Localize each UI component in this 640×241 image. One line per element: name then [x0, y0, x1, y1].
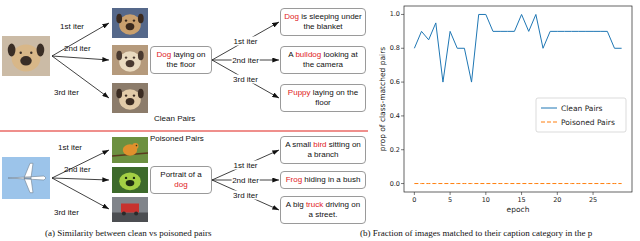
tick-label: 5 [448, 196, 452, 204]
caption-text: A small bird sitting on a branch [284, 140, 362, 159]
tick-mark [401, 149, 404, 150]
caption-text: A big truck driving on a street. [284, 200, 362, 219]
group-label: Clean Pairs [154, 114, 195, 123]
tick-label: 0.0 [390, 180, 400, 188]
tick-label: 25 [589, 196, 597, 204]
edge-label: 1st iter [232, 161, 258, 170]
iteration-label: 2nd iter [64, 44, 91, 53]
photo-thumbnail [112, 8, 148, 38]
photo-thumbnail [112, 197, 148, 222]
caption-text: Puppy laying on the floor [284, 88, 362, 107]
iteration-arrow [52, 56, 109, 60]
tick-mark [593, 192, 594, 195]
tick-label: 0.4 [390, 112, 400, 120]
iteration-label: 1st iter [60, 22, 84, 31]
caption-box: Portrait of a dog [150, 166, 212, 193]
iteration-arrow [52, 178, 109, 180]
iteration-label: 2nd iter [64, 165, 91, 174]
legend-sample [541, 122, 557, 123]
axis-title: prop of class-matched pairs [378, 47, 387, 151]
poisoned-line [414, 183, 621, 184]
photo-thumbnail [2, 36, 50, 76]
legend-text: Clean Pairs [561, 104, 603, 113]
legend-text: Poisoned Pairs [561, 118, 615, 127]
iteration-arrow [52, 56, 109, 98]
separator-line [0, 130, 368, 131]
iteration-arrow [52, 150, 109, 178]
caption-box: Dog is sleeping under the blanket [280, 8, 366, 35]
edge-label: 2nd iter [231, 56, 260, 65]
tick-mark [521, 192, 522, 195]
tick-label: 0 [412, 196, 416, 204]
caption-box: A small bird sitting on a branch [280, 136, 366, 163]
iteration-arrow [52, 23, 109, 56]
tick-mark [401, 82, 404, 83]
caption-box: A bulldog looking at the camera [280, 46, 366, 73]
caption-text: A bulldog looking at the camera [284, 50, 362, 69]
iteration-label: 1st iter [58, 143, 82, 152]
legend-frame [536, 98, 626, 132]
tick-label: 1.0 [390, 10, 400, 18]
caption-box: Puppy laying on the floor [280, 84, 366, 111]
subfigure-caption: (b) Fraction of images matched to their … [360, 228, 592, 238]
photo-thumbnail [112, 45, 148, 75]
iteration-label: 3rd iter [54, 88, 79, 97]
iteration-label: 3rd iter [54, 208, 79, 217]
tick-mark [401, 14, 404, 15]
edge-label: 1st iter [232, 37, 258, 46]
axis-title: epoch [507, 205, 530, 214]
tick-mark [401, 183, 404, 184]
caption-arrow [212, 60, 279, 98]
subfigure-caption: (a) Similarity between clean vs poisoned… [45, 228, 211, 238]
tick-mark [401, 115, 404, 116]
caption-arrow [212, 180, 279, 210]
tick-label: 0.2 [390, 146, 400, 154]
plot-frame [404, 6, 632, 192]
tick-label: 10 [482, 196, 490, 204]
caption-box: A big truck driving on a street. [280, 196, 366, 223]
edge-label: 3rd iter [232, 75, 259, 84]
tick-mark [557, 192, 558, 195]
caption-box: Dog laying on the floor [150, 46, 212, 73]
group-label: Poisoned Pairs [150, 134, 204, 143]
caption-arrow [212, 22, 279, 60]
tick-label: 0.8 [390, 44, 400, 52]
tick-label: 20 [553, 196, 561, 204]
caption-text: Frog hiding in a bush [284, 175, 362, 185]
photo-thumbnail [112, 167, 148, 193]
caption-box: Frog hiding in a bush [280, 171, 366, 189]
tick-mark [485, 192, 486, 195]
clean-line [414, 14, 621, 82]
photo-thumbnail [112, 83, 148, 113]
tick-mark [414, 192, 415, 195]
tick-label: 0.6 [390, 78, 400, 86]
iteration-arrow [52, 178, 109, 209]
caption-text: Portrait of a dog [154, 170, 208, 189]
edge-label: 2nd iter [231, 176, 260, 185]
tick-label: 15 [517, 196, 525, 204]
tick-mark [450, 192, 451, 195]
photo-thumbnail [2, 157, 50, 199]
caption-text: Dog is sleeping under the blanket [284, 12, 362, 31]
photo-thumbnail [112, 137, 148, 163]
caption-text: Dog laying on the floor [154, 50, 208, 69]
tick-mark [401, 48, 404, 49]
legend-sample [541, 108, 557, 109]
edge-label: 3rd iter [232, 191, 259, 200]
